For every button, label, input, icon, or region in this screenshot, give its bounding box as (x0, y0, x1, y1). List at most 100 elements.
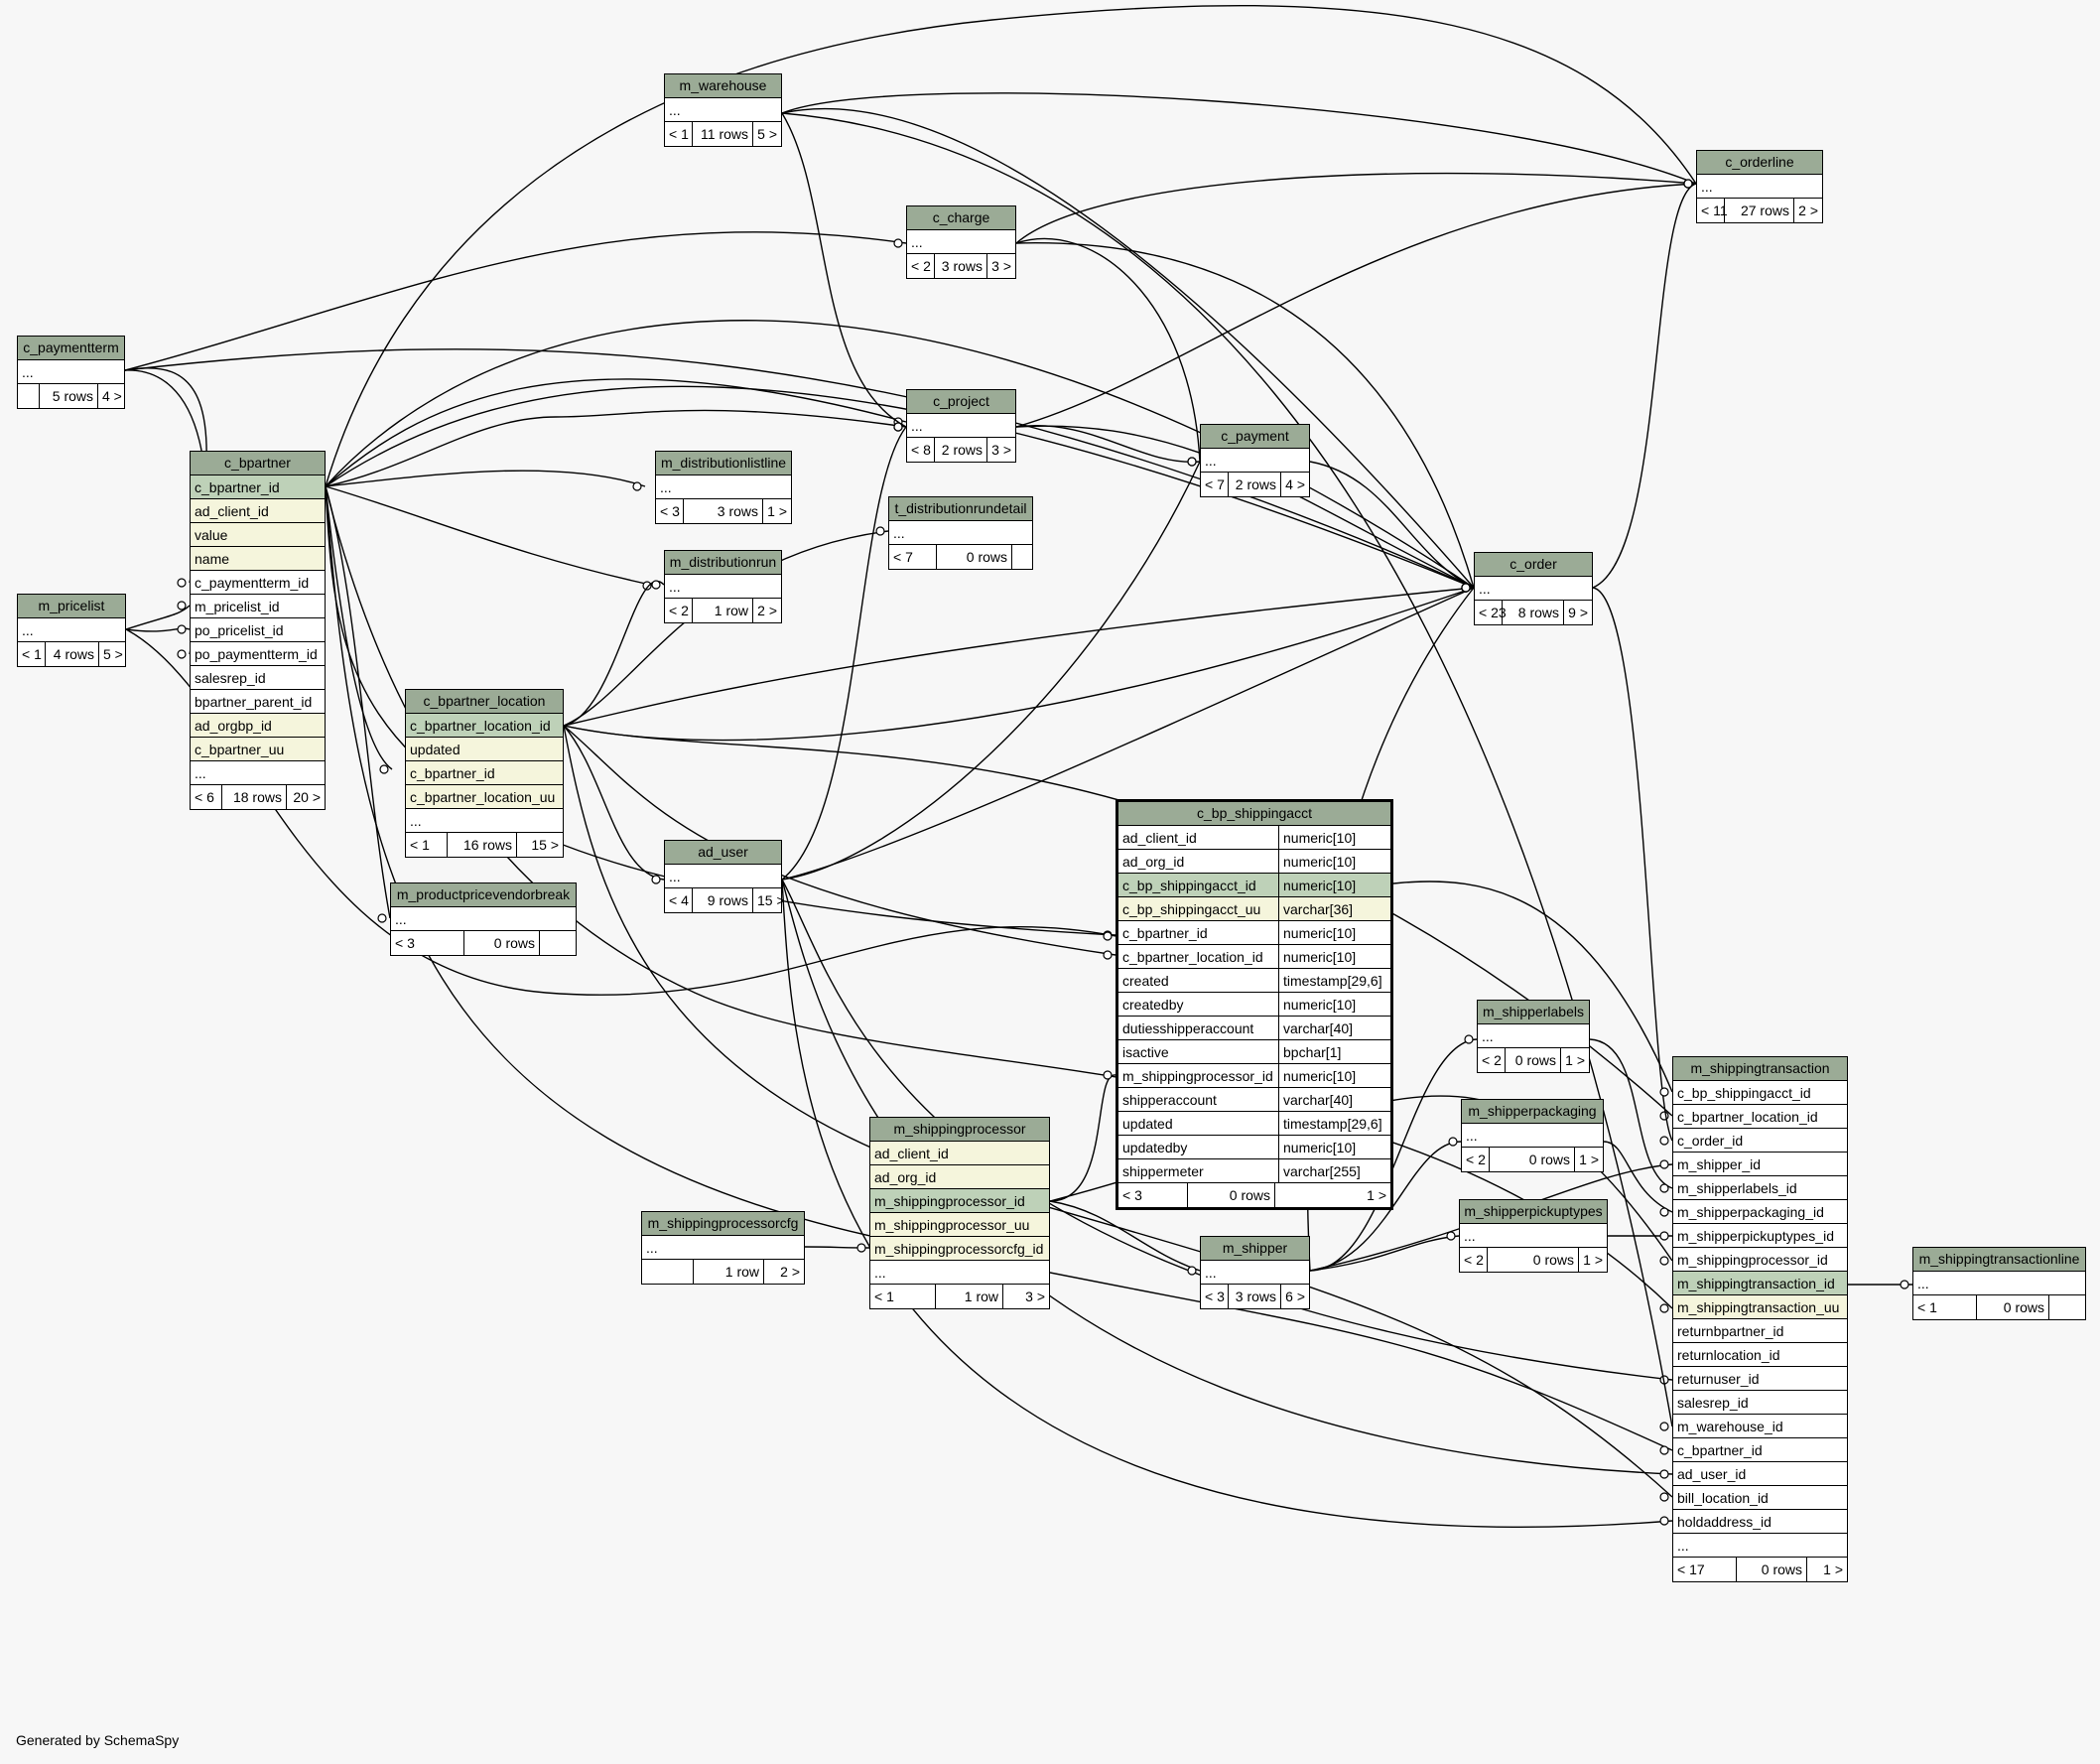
parent-count[interactable]: < 3 (656, 499, 684, 523)
table-title[interactable]: m_shippingprocessor (870, 1118, 1049, 1142)
parent-count[interactable]: < 3 (391, 931, 464, 955)
child-count[interactable]: 4 > (102, 388, 122, 404)
child-count[interactable]: 3 > (991, 258, 1011, 274)
more-columns-row[interactable]: ... (870, 1261, 1049, 1285)
table-title[interactable]: c_bpartner_location (406, 690, 563, 714)
column-row[interactable]: po_pricelist_id (191, 618, 325, 642)
column-row[interactable]: salesrep_id (1673, 1391, 1847, 1415)
table-title[interactable]: m_shipper (1201, 1237, 1309, 1261)
table-title[interactable]: m_pricelist (18, 595, 125, 618)
more-columns-row[interactable]: ... (1478, 1024, 1589, 1048)
table-title[interactable]: m_warehouse (665, 74, 781, 98)
more-columns-row[interactable]: ... (1697, 175, 1822, 199)
child-count[interactable]: 15 > (757, 892, 785, 908)
table-title[interactable]: c_order (1475, 553, 1592, 577)
more-columns-row[interactable]: ... (665, 865, 781, 888)
child-count[interactable]: 5 > (103, 646, 123, 662)
column-row[interactable]: value (191, 523, 325, 547)
parent-count[interactable]: < 6 (191, 785, 222, 809)
more-columns-row[interactable]: ... (191, 761, 325, 785)
column-row[interactable]: m_shipperlabels_id (1673, 1176, 1847, 1200)
column-row[interactable]: ad_client_id (870, 1142, 1049, 1165)
column-row[interactable]: holdaddress_id (1673, 1510, 1847, 1534)
table-title[interactable]: c_orderline (1697, 151, 1822, 175)
column-row[interactable]: c_bp_shippingacct_id (1673, 1081, 1847, 1105)
table-title[interactable]: t_distributionrundetail (889, 497, 1032, 521)
child-count[interactable]: 1 > (1367, 1187, 1386, 1203)
table-title[interactable]: c_paymentterm (18, 337, 124, 360)
column-row[interactable]: m_shippingprocessorcfg_id (870, 1237, 1049, 1261)
table-title[interactable]: m_productpricevendorbreak (391, 883, 576, 907)
child-count[interactable]: 9 > (1568, 605, 1588, 620)
parent-count[interactable]: < 2 (1460, 1248, 1488, 1272)
child-count[interactable]: 4 > (1285, 476, 1305, 492)
parent-count[interactable]: < 23 (1475, 601, 1507, 624)
column-row[interactable]: m_shipper_id (1673, 1153, 1847, 1176)
more-columns-row[interactable]: ... (642, 1236, 804, 1260)
table-title[interactable]: c_charge (907, 206, 1015, 230)
column-row[interactable]: ad_org_id (870, 1165, 1049, 1189)
child-count[interactable]: 2 > (757, 603, 777, 618)
more-columns-row[interactable]: ... (1913, 1272, 2085, 1295)
table-title[interactable]: m_shipperpackaging (1462, 1100, 1603, 1124)
child-count[interactable] (540, 931, 576, 955)
parent-count[interactable]: < 7 (1201, 473, 1229, 496)
column-row[interactable]: m_shippingprocessor_uu (870, 1213, 1049, 1237)
more-columns-row[interactable]: ... (1201, 449, 1309, 473)
table-title[interactable]: m_shippingtransactionline (1913, 1248, 2085, 1272)
column-row[interactable]: c_bpartner_location_id (1673, 1105, 1847, 1129)
parent-count[interactable]: < 2 (1478, 1048, 1506, 1072)
parent-count[interactable]: < 1 (870, 1285, 936, 1308)
more-columns-row[interactable]: ... (1673, 1534, 1847, 1558)
column-row[interactable]: bill_location_id (1673, 1486, 1847, 1510)
column-row[interactable]: c_bpartner_id (406, 761, 563, 785)
column-row[interactable]: ad_orgbp_id (191, 714, 325, 738)
column-row[interactable]: returnuser_id (1673, 1367, 1847, 1391)
child-count[interactable]: 1 > (1583, 1252, 1603, 1268)
parent-count[interactable]: < 11 (1697, 199, 1728, 222)
parent-count[interactable]: < 1 (665, 122, 693, 146)
child-count[interactable]: 3 > (991, 442, 1011, 458)
table-title[interactable]: c_project (907, 390, 1015, 414)
child-count[interactable]: 1 > (1579, 1152, 1599, 1167)
column-row[interactable]: ad_user_id (1673, 1462, 1847, 1486)
more-columns-row[interactable]: ... (391, 907, 576, 931)
parent-count[interactable]: < 2 (665, 599, 693, 622)
column-row[interactable]: m_shipperpickuptypes_id (1673, 1224, 1847, 1248)
column-row[interactable]: name (191, 547, 325, 571)
table-title[interactable]: m_shipperlabels (1478, 1001, 1589, 1024)
parent-count[interactable]: < 2 (907, 254, 935, 278)
column-row[interactable]: m_shippingtransaction_uu (1673, 1295, 1847, 1319)
parent-count[interactable]: < 3 (1201, 1285, 1229, 1308)
table-title[interactable]: c_payment (1201, 425, 1309, 449)
child-count[interactable]: 1 > (767, 503, 787, 519)
column-row[interactable]: c_bpartner_location_id (406, 714, 563, 738)
child-count[interactable]: 3 > (1025, 1289, 1045, 1304)
child-count[interactable]: 6 > (1285, 1289, 1305, 1304)
table-title[interactable]: m_shippingtransaction (1673, 1057, 1847, 1081)
table-title[interactable]: m_distributionlistline (656, 452, 791, 475)
child-count[interactable]: 5 > (757, 126, 777, 142)
column-row[interactable]: m_warehouse_id (1673, 1415, 1847, 1438)
column-row[interactable]: m_shippingtransaction_id (1673, 1272, 1847, 1295)
